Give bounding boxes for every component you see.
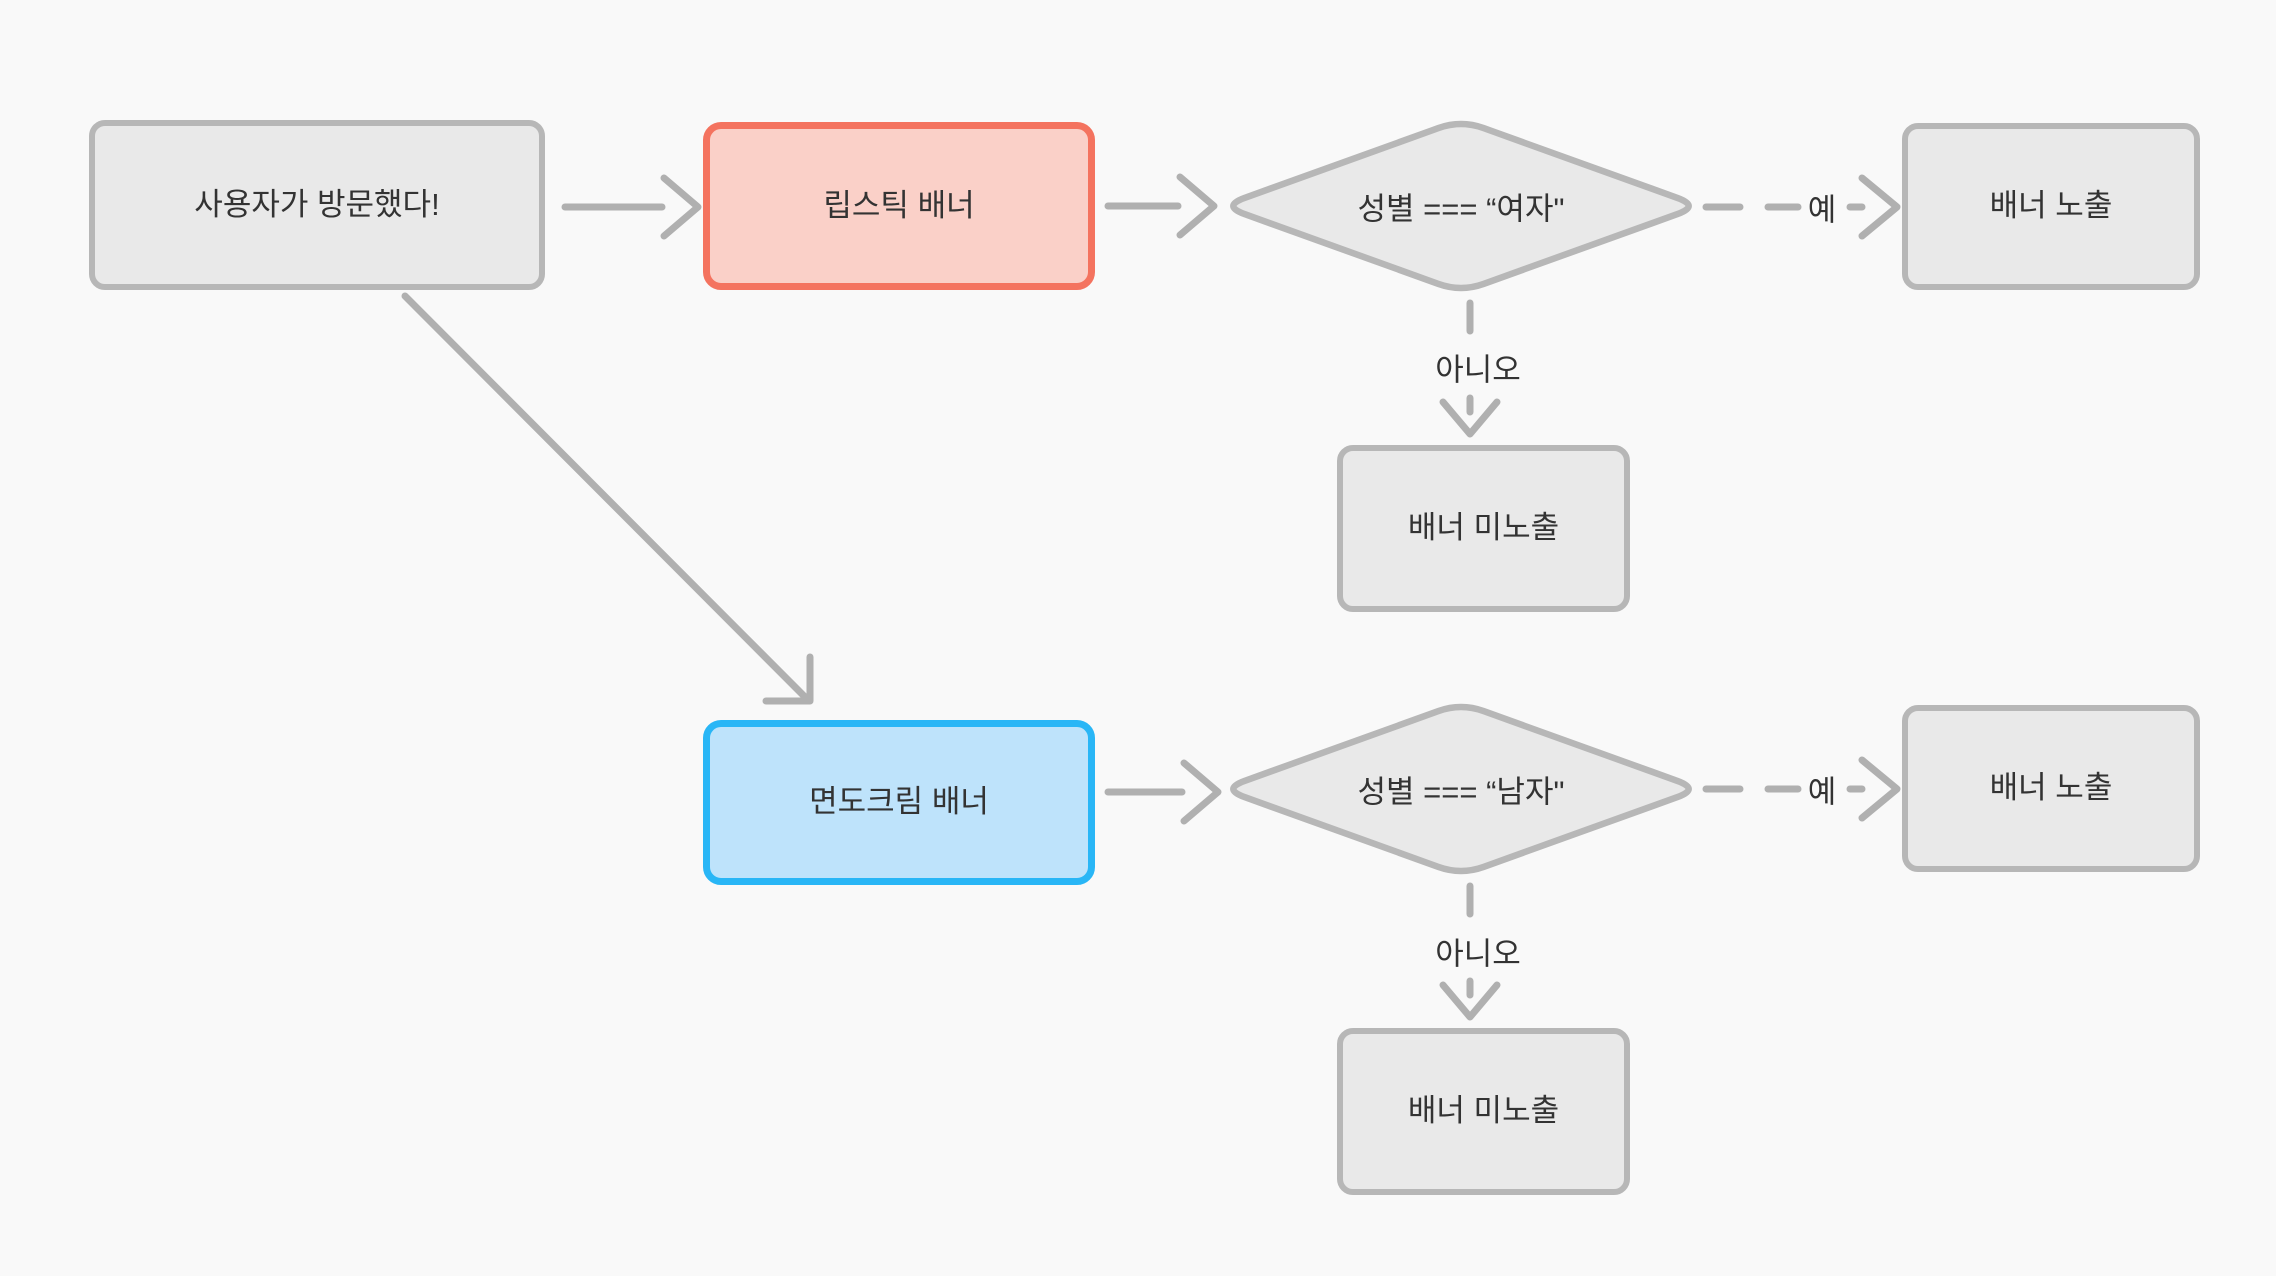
edge-label-no-2: 아니오 — [1435, 936, 1521, 972]
node-banner-hidden-2-label: 배너 미노출 — [1407, 1093, 1560, 1129]
node-lipstick-banner-label: 립스틱 배너 — [823, 187, 975, 223]
node-banner-hidden-1-label: 배너 미노출 — [1407, 510, 1560, 546]
node-user-visited: 사용자가 방문했다! — [89, 120, 545, 290]
edge-shaving-to-decision-arrowhead-icon — [1180, 759, 1222, 825]
edge-label-yes-1: 예 — [1807, 192, 1837, 228]
decision-male-diamond — [1230, 703, 1692, 875]
node-banner-shown-1-label: 배너 노출 — [1989, 188, 2113, 224]
edge-decision2-yes-arrowhead-icon — [1858, 756, 1901, 822]
node-banner-shown-1: 배너 노출 — [1902, 123, 2200, 290]
edge-decision1-no-arrowhead-icon — [1439, 398, 1501, 438]
edge-start-to-shaving-arrowhead-icon — [762, 653, 814, 705]
edge-label-no-1: 아니오 — [1435, 352, 1521, 388]
edge-lipstick-to-decision-arrowhead-icon — [1176, 173, 1218, 239]
node-banner-shown-2: 배너 노출 — [1902, 705, 2200, 872]
node-banner-shown-2-label: 배너 노출 — [1989, 770, 2113, 806]
node-banner-hidden-1: 배너 미노출 — [1337, 445, 1630, 612]
edge-decision1-yes-arrowhead-icon — [1858, 174, 1901, 240]
edge-start-to-shaving-line — [401, 292, 810, 702]
node-banner-hidden-2: 배너 미노출 — [1337, 1028, 1630, 1195]
node-shaving-cream-banner-label: 면도크림 배너 — [809, 784, 989, 820]
decision-female-diamond — [1230, 120, 1692, 292]
edge-decision2-no-arrowhead-icon — [1439, 981, 1501, 1021]
decision-male-label: 성별 === “남자" — [1357, 774, 1565, 810]
edge-start-to-lipstick-arrowhead-icon — [660, 174, 702, 240]
decision-female-label: 성별 === “여자" — [1357, 191, 1565, 227]
node-user-visited-label: 사용자가 방문했다! — [194, 186, 440, 222]
node-shaving-cream-banner: 면도크림 배너 — [703, 720, 1095, 885]
edge-label-yes-2: 예 — [1807, 774, 1837, 810]
node-lipstick-banner: 립스틱 배너 — [703, 122, 1095, 290]
